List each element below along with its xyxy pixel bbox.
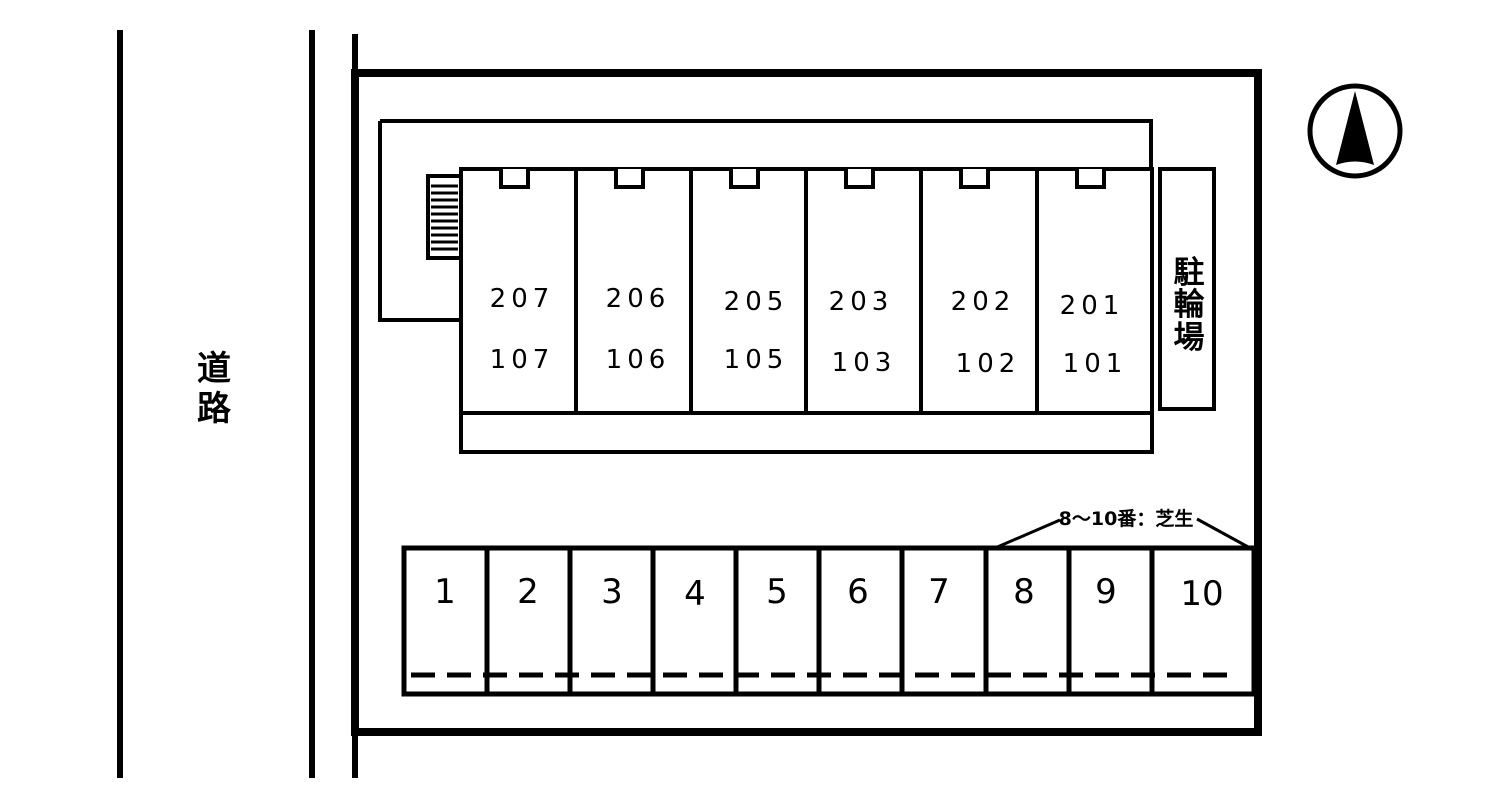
unit-notch-207 [499, 169, 530, 189]
property-boundary [351, 69, 1262, 736]
road-label: 道 路 [197, 349, 232, 429]
unit-dividers [574, 169, 1039, 413]
unit-notch-203 [844, 169, 875, 189]
stair-steps [431, 184, 458, 251]
parking-space-dividers [484, 548, 1155, 694]
parking-space-label: 8 [1013, 572, 1035, 612]
room-label-lower: 105 [724, 345, 789, 375]
parking-space-label: 4 [684, 574, 706, 614]
parking-space-label: 5 [766, 572, 788, 612]
parking-space-label: 3 [601, 572, 623, 612]
room-label-upper: 205 [724, 287, 789, 317]
bicycle-parking-label-line-3: 場 [1174, 320, 1205, 356]
bicycle-parking-outline [1158, 167, 1216, 411]
building-area: 207 107 206 106 205 105 203 103 202 102 … [378, 119, 1154, 454]
bicycle-parking-label-line-2: 輪 [1174, 287, 1205, 323]
parking-area: 1 2 3 4 5 6 7 8 9 10 8〜10番：芝生 [401, 507, 1257, 697]
front-walkway-outline [459, 411, 1154, 454]
parking-space-label: 6 [847, 572, 869, 612]
room-label-upper: 201 [1060, 291, 1125, 321]
grass-note-left-leader [994, 518, 1061, 550]
parking-space-label: 2 [517, 572, 539, 612]
room-label-upper: 206 [606, 284, 671, 314]
room-label-upper: 207 [490, 284, 555, 314]
room-label-lower: 106 [606, 345, 671, 375]
parking-space-label: 9 [1095, 572, 1117, 612]
road-label-line-2: 路 [197, 389, 232, 429]
grass-note-right-leader [1196, 517, 1251, 550]
north-arrow-pointer [1336, 91, 1374, 165]
grass-note-label: 8〜10番：芝生 [1059, 507, 1194, 530]
room-label-lower: 107 [490, 345, 555, 375]
unit-notch-206 [614, 169, 645, 189]
unit-notch-202 [959, 169, 990, 189]
site-boundary [351, 69, 1262, 736]
bicycle-parking: 駐 輪 場 [1158, 167, 1216, 411]
room-label-lower: 102 [956, 349, 1021, 379]
bicycle-parking-label-line-1: 駐 [1174, 255, 1205, 291]
north-arrow-circle [1307, 83, 1403, 179]
north-arrow-icon [1307, 83, 1403, 179]
parking-space-label: 1 [434, 572, 456, 612]
upper-walkway-outline [378, 119, 1153, 322]
unit-notch-205 [729, 169, 760, 189]
room-label-lower: 101 [1063, 349, 1128, 379]
unit-notch-201 [1075, 169, 1106, 189]
parking-space-label: 7 [928, 572, 950, 612]
parking-space-label: 10 [1180, 574, 1223, 614]
room-label-upper: 202 [951, 287, 1016, 317]
parking-outline [401, 545, 1257, 697]
road-label-line-1: 道 [197, 349, 231, 389]
room-label-lower: 103 [832, 348, 897, 378]
room-label-upper: 203 [829, 287, 894, 317]
room-labels: 207 107 206 106 205 105 203 103 202 102 … [490, 284, 1128, 379]
